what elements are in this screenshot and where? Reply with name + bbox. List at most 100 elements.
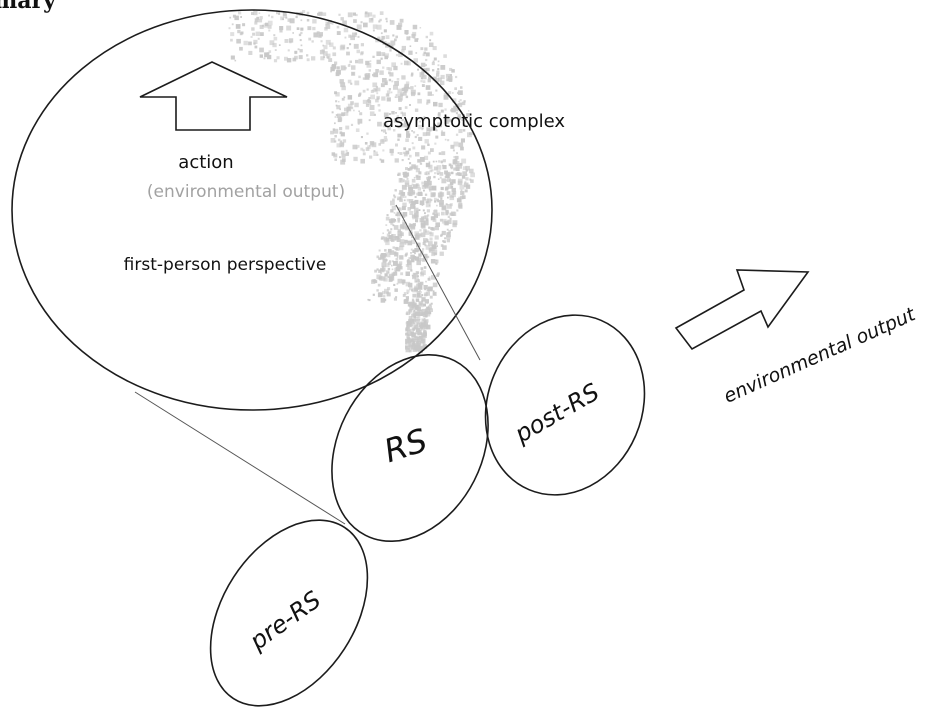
cloud-speck — [428, 226, 431, 229]
cloud-speck — [239, 46, 243, 51]
cloud-speck — [422, 53, 426, 57]
cloud-speck — [426, 67, 430, 72]
cloud-speck — [334, 61, 338, 65]
cloud-speck — [230, 55, 235, 60]
cloud-speck — [420, 62, 426, 68]
cloud-speck — [257, 37, 260, 40]
cloud-speck — [408, 154, 412, 158]
cloud-speck — [368, 299, 371, 302]
cloud-speck — [334, 135, 337, 138]
cloud-speck — [389, 20, 395, 25]
cloud-speck — [302, 10, 306, 14]
cloud-speck — [340, 17, 344, 21]
cloud-speck — [418, 302, 424, 308]
cloud-speck — [448, 119, 452, 123]
cloud-speck — [383, 136, 388, 140]
cloud-speck — [358, 58, 364, 64]
cloud-speck — [419, 335, 423, 340]
cloud-speck — [417, 285, 423, 290]
cloud-speck — [433, 175, 436, 179]
cloud-speck — [458, 204, 463, 209]
cloud-speck — [440, 197, 443, 200]
cloud-speck — [330, 70, 332, 73]
cloud-speck — [389, 148, 394, 154]
cloud-speck — [338, 13, 341, 16]
cloud-speck — [434, 126, 437, 130]
cloud-speck — [327, 20, 332, 24]
cloud-speck — [471, 132, 474, 136]
cloud-speck — [397, 88, 403, 94]
cloud-speck — [426, 102, 429, 105]
cloud-speck — [399, 196, 402, 199]
cloud-speck — [320, 56, 325, 61]
cloud-speck — [445, 186, 449, 190]
cloud-speck — [236, 38, 241, 44]
cloud-speck — [394, 189, 397, 192]
cloud-speck — [386, 229, 389, 232]
cloud-speck — [441, 132, 445, 136]
cloud-speck — [376, 274, 382, 280]
cloud-speck — [439, 200, 444, 205]
cloud-speck — [300, 11, 303, 15]
cloud-speck — [382, 232, 384, 235]
cloud-speck — [311, 40, 314, 43]
cloud-speck — [428, 186, 433, 191]
cloud-speck — [389, 275, 395, 281]
cloud-speck — [405, 182, 410, 187]
cloud-speck — [347, 79, 352, 84]
cloud-speck — [322, 44, 325, 47]
cloud-speck — [451, 107, 456, 113]
cloud-speck — [418, 311, 423, 316]
cloud-speck — [432, 192, 436, 196]
cloud-speck — [380, 292, 383, 295]
cloud-speck — [458, 198, 462, 203]
cloud-speck — [300, 44, 303, 47]
cloud-speck — [405, 296, 409, 300]
cloud-speck — [408, 223, 411, 226]
cloud-speck — [432, 282, 438, 288]
cloud-speck — [397, 229, 401, 233]
cloud-speck — [460, 138, 465, 143]
cloud-speck — [427, 143, 430, 146]
cloud-speck — [438, 102, 443, 108]
cloud-speck — [393, 219, 396, 222]
cloud-speck — [410, 239, 416, 245]
cloud-speck — [296, 27, 300, 30]
cloud-speck — [353, 43, 359, 49]
cloud-speck — [383, 277, 388, 282]
cloud-speck — [415, 52, 418, 54]
cloud-speck — [466, 113, 470, 117]
cloud-speck — [286, 25, 292, 31]
cloud-speck — [389, 49, 392, 52]
cloud-speck — [429, 231, 432, 235]
cloud-speck — [385, 80, 388, 83]
cloud-speck — [385, 270, 390, 274]
cloud-speck — [455, 75, 458, 79]
cloud-speck — [411, 300, 414, 303]
cloud-speck — [391, 62, 396, 68]
cloud-speck — [455, 167, 460, 171]
cloud-speck — [398, 261, 403, 265]
environmental-output-label: environmental output — [721, 303, 921, 408]
cloud-speck — [248, 50, 253, 55]
cloud-speck — [385, 114, 388, 117]
cloud-speck — [450, 167, 453, 170]
cloud-speck — [413, 322, 416, 325]
cloud-speck — [403, 147, 407, 151]
cloud-speck — [469, 168, 474, 174]
cloud-speck — [393, 118, 399, 123]
cloud-speck — [419, 27, 422, 29]
cloud-speck — [336, 143, 341, 148]
cloud-speck — [406, 289, 410, 293]
cloud-speck — [306, 19, 310, 22]
cloud-speck — [408, 309, 412, 313]
cloud-speck — [426, 131, 431, 136]
cloud-speck — [360, 147, 364, 151]
cloud-speck — [432, 290, 435, 292]
cloud-speck — [362, 99, 367, 104]
cloud-speck — [352, 144, 358, 150]
cloud-speck — [355, 128, 360, 132]
cloud-speck — [382, 258, 387, 263]
cloud-speck — [407, 260, 411, 263]
